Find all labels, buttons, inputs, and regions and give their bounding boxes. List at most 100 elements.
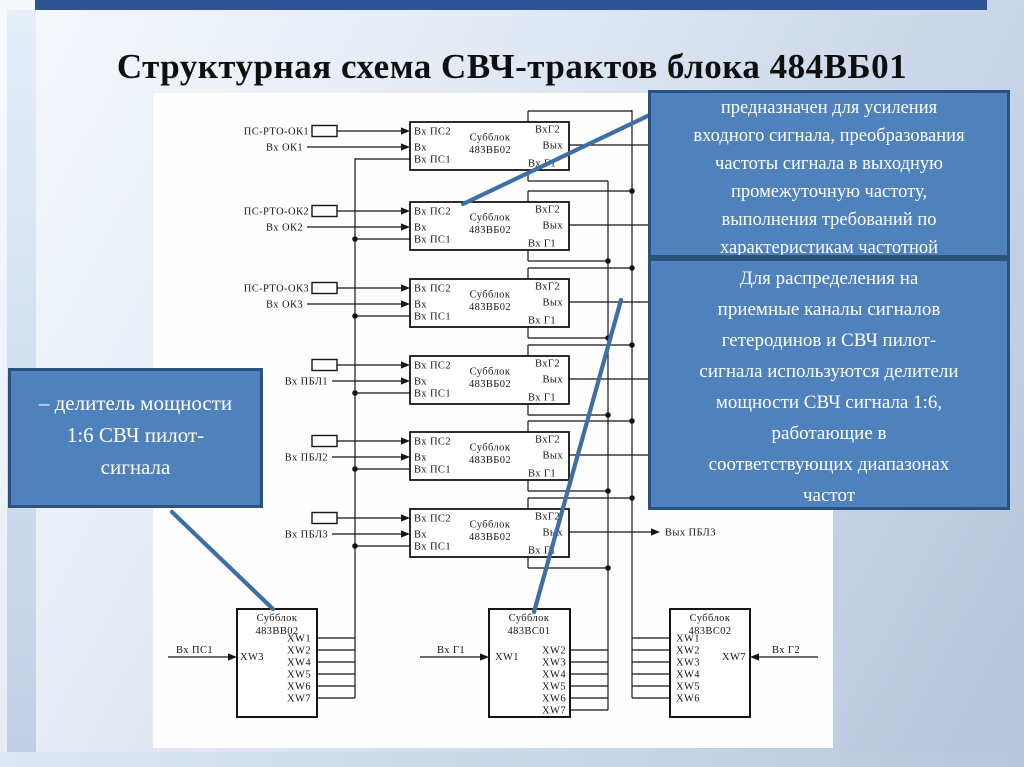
callout-pilot-divider: – делитель мощности 1:6 СВЧ пилот- сигна… <box>8 368 263 508</box>
divider-2-port: XW2 <box>542 646 566 657</box>
port-vh-ps1: Вх ПС1 <box>414 155 451 166</box>
port-vh-ps2: Вх ПС2 <box>414 127 451 138</box>
port-vyh: Вых <box>542 221 563 232</box>
port-vh-g1: Вх Г1 <box>528 316 556 327</box>
divider-2-port: XW6 <box>542 694 566 705</box>
divider-1-port: XW7 <box>287 694 311 705</box>
divider-3-port: XW2 <box>676 646 700 657</box>
output-label-vyh-pbl3: Вых ПБЛ3 <box>665 528 716 539</box>
channel-block-2-code: 483ВБ02 <box>469 225 511 236</box>
port-vh-g2: ВхГ2 <box>535 512 560 523</box>
channel-block-4-code: 483ВБ02 <box>469 379 511 390</box>
callout-amplifier-purpose: предназначен для усиления входного сигна… <box>648 90 1010 258</box>
port-vh: Вх <box>414 223 427 234</box>
port-vh: Вх <box>414 300 427 311</box>
divider-1-port: XW4 <box>287 658 311 669</box>
port-vyh: Вых <box>542 141 563 152</box>
port-vh-ps2: Вх ПС2 <box>414 361 451 372</box>
port-vh: Вх <box>414 377 427 388</box>
port-vh-ps1: Вх ПС1 <box>414 235 451 246</box>
port-vyh: Вых <box>542 528 563 539</box>
divider-3-port: XW6 <box>676 694 700 705</box>
channel-block-3-title: Субблок <box>470 290 511 301</box>
divider-2-port: XW3 <box>542 658 566 669</box>
input-label-1-mid: Вх ОК1 <box>266 143 303 154</box>
divider-3-port: XW3 <box>676 658 700 669</box>
slide-top-accent-bar <box>35 0 987 10</box>
port-vh-ps2: Вх ПС2 <box>414 284 451 295</box>
divider-3-title: Субблок <box>690 613 731 624</box>
slide-bottom-accent-band <box>0 752 1024 767</box>
divider-3-port: XW4 <box>676 670 700 681</box>
divider-1-code: 483ВВ02 <box>255 626 298 637</box>
port-vh-g1: Вх Г1 <box>528 393 556 404</box>
port-vh-g1: Вх Г1 <box>528 159 556 170</box>
divider-1-port: XW1 <box>287 634 311 645</box>
channel-block-5-title: Субблок <box>470 443 511 454</box>
input-label-2-mid: Вх ОК2 <box>266 223 303 234</box>
leader-right-callout <box>531 297 624 615</box>
channel-block-6-title: Субблок <box>470 520 511 531</box>
channel-block-2-title: Субблок <box>470 213 511 224</box>
input-label-5-mid: Вх ПБЛ2 <box>285 453 328 464</box>
divider-2-port: XW5 <box>542 682 566 693</box>
port-vyh: Вых <box>542 375 563 386</box>
channel-block-5-code: 483ВБ02 <box>469 455 511 466</box>
divider-2-port: XW4 <box>542 670 566 681</box>
port-vh-ps2: Вх ПС2 <box>414 207 451 218</box>
divider-2-input-label: Вх Г1 <box>437 645 465 656</box>
divider-3-port: XW1 <box>676 634 700 645</box>
port-vh: Вх <box>414 143 427 154</box>
divider-3-input-port: XW7 <box>722 652 746 663</box>
divider-1-port: XW2 <box>287 646 311 657</box>
divider-1-port: XW5 <box>287 670 311 681</box>
divider-3-input-label: Вх Г2 <box>772 645 800 656</box>
channel-block-3-code: 483ВБ02 <box>469 302 511 313</box>
port-vh-g2: ВхГ2 <box>535 282 560 293</box>
divider-3-port: XW5 <box>676 682 700 693</box>
divider-1-input-label: Вх ПС1 <box>176 645 213 656</box>
divider-1-port: XW6 <box>287 682 311 693</box>
input-label-3-top: ПС-РТО-ОК3 <box>244 284 309 295</box>
divider-2-port: XW7 <box>542 706 566 717</box>
port-vh-ps1: Вх ПС1 <box>414 465 451 476</box>
port-vh: Вх <box>414 530 427 541</box>
divider-2-input-port: XW1 <box>495 652 519 663</box>
port-vh-ps2: Вх ПС2 <box>414 514 451 525</box>
leader-top-callout <box>460 109 659 207</box>
divider-1-input-port: XW3 <box>240 652 264 663</box>
input-label-1-top: ПС-РТО-ОК1 <box>244 127 309 138</box>
divider-2-title: Субблок <box>509 613 550 624</box>
port-vh-ps1: Вх ПС1 <box>414 312 451 323</box>
port-vh-g2: ВхГ2 <box>535 125 560 136</box>
slide-title: Структурная схема СВЧ-трактов блока 484В… <box>116 47 908 87</box>
port-vh-g2: ВхГ2 <box>535 205 560 216</box>
channel-block-1-code: 483ВБ02 <box>469 145 511 156</box>
input-label-2-top: ПС-РТО-ОК2 <box>244 207 309 218</box>
port-vh-ps2: Вх ПС2 <box>414 437 451 448</box>
port-vyh: Вых <box>542 451 563 462</box>
input-label-6-mid: Вх ПБЛ3 <box>285 530 328 541</box>
divider-2-code: 483ВС01 <box>507 626 550 637</box>
divider-3-code: 483ВС02 <box>688 626 731 637</box>
channel-block-4-title: Субблок <box>470 367 511 378</box>
port-vyh: Вых <box>542 298 563 309</box>
port-vh-g2: ВхГ2 <box>535 435 560 446</box>
port-vh-g1: Вх Г1 <box>528 239 556 250</box>
port-vh: Вх <box>414 453 427 464</box>
port-vh-ps1: Вх ПС1 <box>414 389 451 400</box>
channel-block-1-title: Субблок <box>470 133 511 144</box>
port-vh-g1: Вх Г1 <box>528 546 556 557</box>
leader-left-callout <box>169 509 276 612</box>
